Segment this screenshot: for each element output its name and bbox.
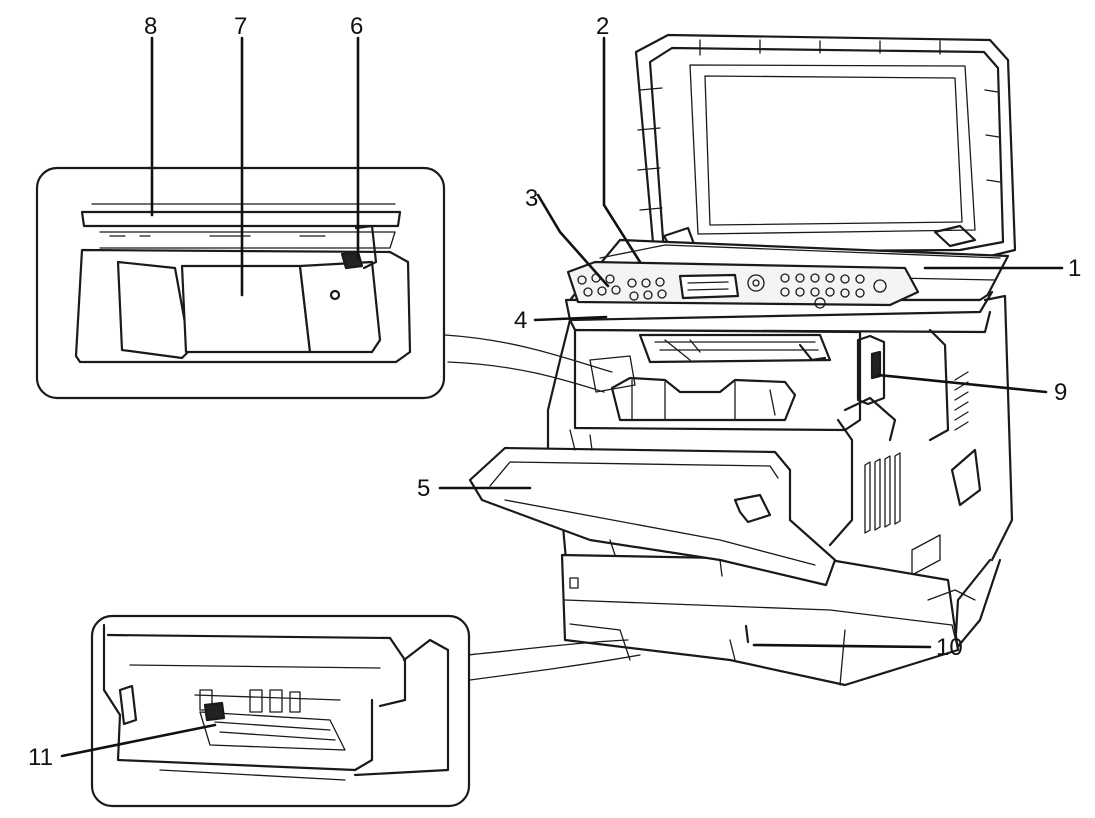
printer-lower-body bbox=[546, 318, 1002, 687]
callout-5: 5 bbox=[417, 475, 430, 502]
leader-lines bbox=[60, 36, 1064, 758]
callout-8: 8 bbox=[144, 13, 157, 40]
leader-2 bbox=[602, 36, 642, 264]
leader-9 bbox=[876, 373, 1048, 394]
inset-top-left bbox=[35, 166, 613, 400]
leader-11 bbox=[60, 723, 217, 758]
document-cover-lid bbox=[634, 33, 1017, 267]
callout-1: 1 bbox=[1068, 255, 1081, 282]
leader-4 bbox=[533, 315, 608, 322]
toner-area bbox=[573, 328, 897, 442]
operation-panel bbox=[564, 260, 994, 322]
leader-10 bbox=[752, 643, 932, 649]
callout-4: 4 bbox=[514, 307, 527, 334]
callout-3: 3 bbox=[525, 185, 538, 212]
callout-6: 6 bbox=[350, 13, 363, 40]
leader-3 bbox=[536, 193, 610, 288]
callout-2: 2 bbox=[596, 13, 609, 40]
front-cover-open bbox=[468, 429, 837, 587]
callout-11: 11 bbox=[28, 744, 53, 771]
callout-9: 9 bbox=[1054, 379, 1067, 406]
callout-7: 7 bbox=[234, 13, 247, 40]
printer-main-unit bbox=[468, 33, 1017, 687]
callout-10: 10 bbox=[936, 634, 963, 661]
inset-bottom-left bbox=[90, 614, 641, 808]
callout-labels: 1 2 3 4 5 6 7 8 9 10 11 bbox=[28, 13, 1081, 771]
